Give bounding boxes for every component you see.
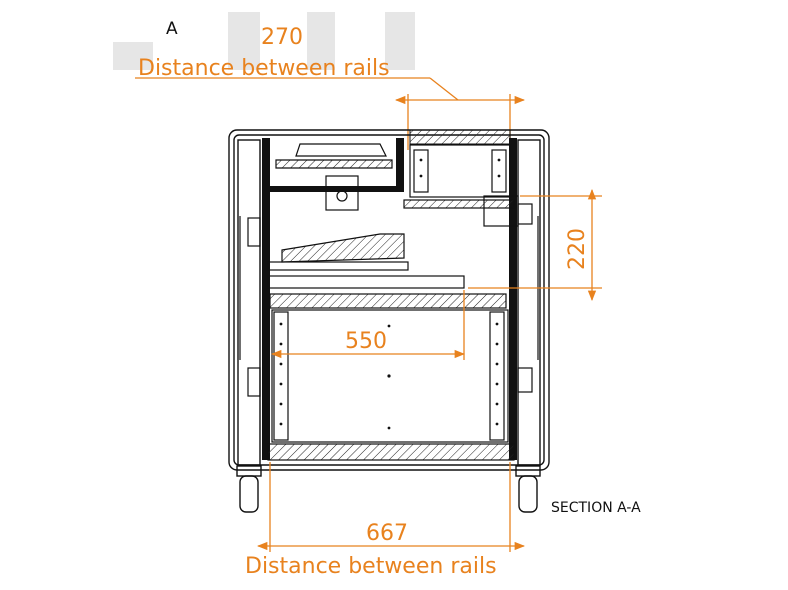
rack-holes bbox=[279, 158, 501, 430]
dimension-top-rails bbox=[135, 77, 526, 150]
top-rail-section bbox=[409, 129, 511, 145]
header-placeholder-blocks bbox=[113, 12, 415, 70]
upper-tray bbox=[275, 143, 393, 211]
middle-shelf bbox=[267, 195, 519, 309]
section-marker: A bbox=[166, 19, 178, 39]
top-drawer-box bbox=[403, 144, 515, 209]
dimension-inner-width bbox=[270, 290, 466, 360]
dimension-shelf-height-value: 220 bbox=[565, 228, 590, 270]
dimension-top-value: 270 bbox=[261, 25, 303, 50]
lower-rack bbox=[267, 309, 515, 461]
section-title: SECTION A-A bbox=[551, 500, 641, 516]
dimension-inner-width-value: 550 bbox=[345, 329, 387, 354]
dimension-top-note: Distance between rails bbox=[138, 56, 390, 81]
dimension-bottom-note: Distance between rails bbox=[245, 554, 497, 579]
cabinet-frame bbox=[228, 129, 550, 471]
side-latches bbox=[239, 203, 539, 397]
caster-wheels bbox=[236, 465, 541, 513]
dimension-bottom-value: 667 bbox=[366, 521, 408, 546]
dimension-bottom-rails bbox=[256, 462, 526, 552]
vertical-rails bbox=[262, 138, 517, 460]
dimension-shelf-height bbox=[468, 188, 602, 302]
